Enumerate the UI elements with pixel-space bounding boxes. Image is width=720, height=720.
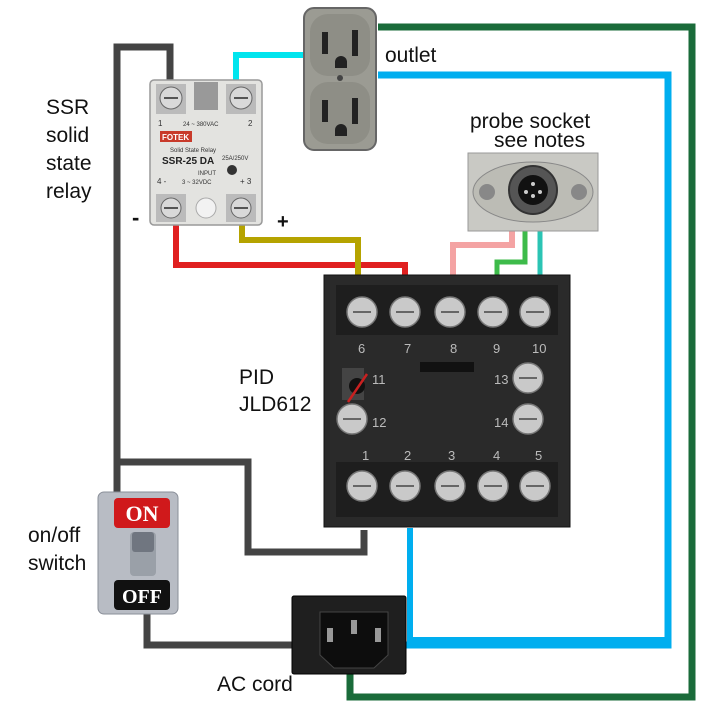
switch-off-label: OFF	[122, 586, 162, 608]
label-switch-1: on/off	[28, 524, 80, 547]
outlet	[303, 7, 377, 151]
pid-terminal-8: 8	[450, 341, 457, 356]
label-probe-2: see notes	[494, 129, 585, 152]
ssr-term2: 2	[248, 119, 253, 128]
wire-outlet-to-accord	[378, 71, 672, 649]
label-accord: AC cord	[217, 673, 293, 696]
wire-ssr-plus	[239, 222, 361, 280]
ac-inlet	[291, 595, 407, 675]
pid-terminal-7: 7	[404, 341, 411, 356]
pid-terminal-10: 10	[532, 341, 546, 356]
wire-switch-to-accord	[143, 612, 300, 649]
pid-terminal-4: 4	[493, 448, 500, 463]
pid-terminal-13: 13	[494, 372, 508, 387]
wire-switch-to-ssr	[113, 43, 174, 510]
label-probe-1: probe socket	[470, 110, 590, 133]
pid-terminal-12: 12	[372, 415, 386, 430]
label-ssr-2: solid	[46, 124, 89, 147]
pid-terminal-3: 3	[448, 448, 455, 463]
probe-socket	[467, 152, 599, 232]
ssr-term1: 1	[158, 119, 163, 128]
pid-terminal-14: 14	[494, 415, 508, 430]
pid-terminal-11: 11	[372, 372, 386, 387]
pid-terminal-5: 5	[535, 448, 542, 463]
label-pid-1: PID	[239, 366, 274, 389]
label-switch-2: switch	[28, 552, 86, 575]
ssr-brand: FOTEK	[162, 133, 189, 142]
pid-terminal-9: 9	[493, 341, 500, 356]
wire-ground	[346, 23, 696, 701]
pid-terminal-1: 1	[362, 448, 369, 463]
ssr-dc-range: 3 ~ 32VDC	[182, 180, 212, 186]
wire-probe-pink	[450, 230, 515, 275]
ssr-subtitle: Solid State Relay	[170, 148, 216, 154]
ssr-term4: 4 -	[157, 177, 167, 186]
ssr-ac-range: 24 ~ 380VAC	[183, 122, 219, 128]
ssr-led	[227, 165, 237, 175]
wire-probe-green	[494, 230, 528, 278]
wire-ssr-minus	[173, 222, 408, 280]
ssr-rating: 25A/250V	[222, 156, 248, 162]
label-ssr-3: state	[46, 152, 92, 175]
pid-terminal-numbers: 6 7 8 9 10 11 12 13 14 1 2 3 4 5	[358, 341, 546, 463]
wire-switch-to-pid	[117, 458, 368, 556]
label-ssr-4: relay	[46, 180, 92, 203]
wire-pid-blue	[407, 528, 668, 643]
pid-terminal-screws	[336, 296, 551, 502]
labels: outlet SSR solid state relay probe socke…	[28, 44, 590, 696]
wires	[113, 23, 696, 701]
label-pid-2: JLD612	[239, 393, 311, 416]
label-minus: -	[132, 205, 139, 230]
pid-terminal-2: 2	[404, 448, 411, 463]
label-outlet: outlet	[385, 44, 437, 67]
ssr-relay: 1 24 ~ 380VAC 2 FOTEK Solid State Relay …	[149, 79, 263, 226]
label-ssr-1: SSR	[46, 96, 89, 119]
ssr-input: INPUT	[198, 171, 216, 177]
pid-terminal-6: 6	[358, 341, 365, 356]
toggle-switch: ON OFF	[97, 491, 179, 615]
ssr-term3: + 3	[240, 177, 252, 186]
label-plus: +	[277, 211, 289, 233]
switch-on-label: ON	[126, 501, 159, 526]
ssr-model: SSR-25 DA	[162, 156, 214, 167]
